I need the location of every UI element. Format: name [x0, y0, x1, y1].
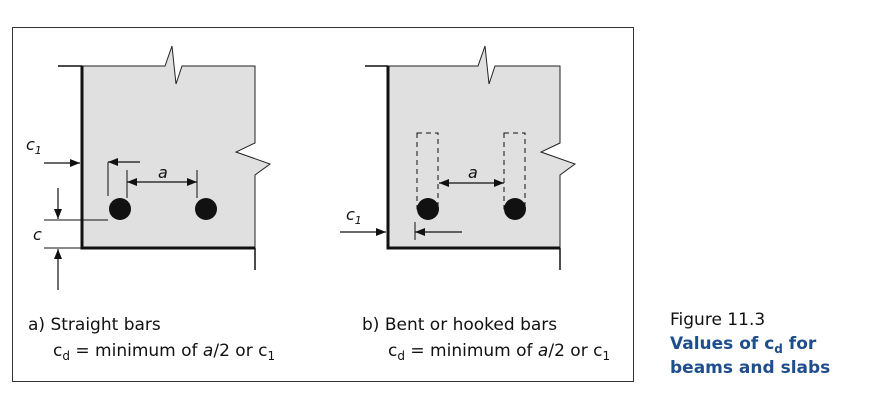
panel-a-dim-a: a	[158, 163, 168, 182]
formula-c1-sub: 1	[267, 349, 276, 363]
formula-c1-sub: 1	[602, 349, 611, 363]
panel-a-concrete	[81, 45, 272, 249]
panel-a-letter: a)	[28, 315, 46, 335]
panel-b-label: b) Bent or hooked bars	[362, 313, 557, 337]
figure-number: Figure 11.3	[670, 310, 766, 330]
panel-b-hook-right	[503, 132, 526, 210]
panel-a-label: a) Straight bars	[28, 313, 161, 337]
panel-a-drawing: c1 a c	[26, 45, 272, 290]
panel-b-bar-left	[417, 198, 439, 220]
panel-a-dim-c: c	[33, 225, 42, 244]
panel-b-title: Bent or hooked bars	[384, 315, 558, 335]
formula-text: = minimum of	[75, 341, 198, 361]
panel-b-drawing: a c1	[340, 45, 577, 270]
formula-fraction: /2 or	[548, 341, 588, 361]
panel-a-title: Straight bars	[50, 315, 161, 335]
formula-c1: c	[593, 341, 603, 361]
panel-b-formula: cd = minimum of a/2 or c1	[388, 339, 610, 364]
panel-b-concrete	[387, 45, 577, 249]
formula-c1: c	[258, 341, 268, 361]
caption-pre: Values of c	[670, 334, 775, 354]
panel-b-dim-c1: c1	[346, 205, 362, 227]
panel-a-bar-left	[109, 198, 131, 220]
formula-subscript: d	[397, 349, 405, 363]
panel-b-letter: b)	[362, 315, 380, 335]
formula-symbol: c	[53, 341, 63, 361]
panel-b-cover-edge	[386, 66, 560, 250]
formula-var-a: a	[202, 341, 214, 361]
formula-subscript: d	[62, 349, 70, 363]
formula-symbol: c	[388, 341, 398, 361]
panel-a-bar-right	[195, 198, 217, 220]
panel-a-formula: cd = minimum of a/2 or c1	[53, 339, 275, 364]
caption-sub: d	[774, 342, 783, 356]
caption-post: for beams and slabs	[670, 334, 831, 378]
figure-caption: Values of cd for beams and slabs	[670, 333, 875, 380]
formula-fraction: /2 or	[213, 341, 253, 361]
panel-a-dim-c1: c1	[26, 135, 42, 157]
formula-text: = minimum of	[410, 341, 533, 361]
formula-var-a: a	[537, 341, 549, 361]
panel-b-bar-right	[504, 198, 526, 220]
panel-b-dim-a: a	[468, 163, 478, 182]
figure-frame	[12, 27, 634, 382]
panel-b-hook-left	[416, 132, 439, 210]
